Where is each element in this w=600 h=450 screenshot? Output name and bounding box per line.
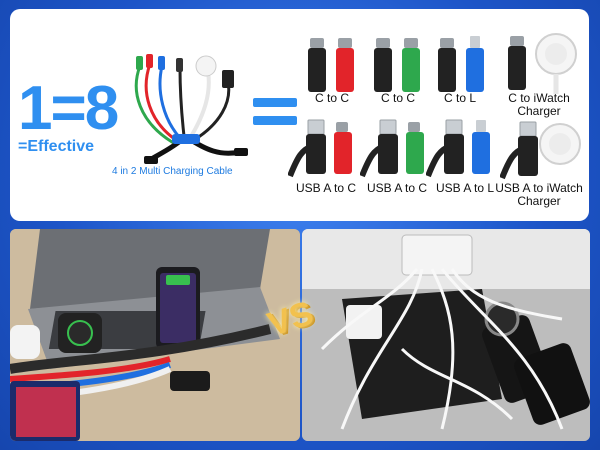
c-to-iwatch-connector-icon [508, 33, 577, 94]
messy-chargers-illustration [302, 229, 590, 441]
c-to-c-green-connector-icon [374, 38, 420, 92]
top-connector-label-3: C to L [443, 91, 476, 105]
usb-a-to-iwatch-connector-icon [500, 121, 581, 180]
organized-desk-illustration [10, 229, 300, 441]
c-to-c-red-connector-icon [308, 38, 354, 92]
top-connector-label-4: C to iWatch Charger [508, 91, 570, 118]
organized-desk-photo [10, 229, 300, 441]
usb-a-to-l-blue-connector-icon [426, 119, 490, 178]
cable-bundle-illustration [134, 54, 248, 164]
bottom-connector-label-3: USB A to L [435, 181, 495, 195]
c-to-l-blue-connector-icon [438, 36, 484, 92]
product-info-card [10, 9, 589, 221]
bottom-connector-label-2: USB A to C [366, 181, 428, 195]
equation-headline: 1=8 [18, 74, 119, 143]
usb-a-to-c-red-connector-icon [288, 119, 352, 178]
top-connector-label-1: C to C [314, 91, 349, 105]
equation-tagline: =Effective [18, 138, 95, 155]
top-connector-label-2: C to C [380, 91, 415, 105]
equals-sign [253, 98, 297, 126]
messy-chargers-photo [302, 229, 590, 441]
bottom-connector-label-1: USB A to C [295, 181, 357, 195]
product-caption: 4 in 2 Multi Charging Cable [112, 166, 233, 177]
usb-a-to-c-green-connector-icon [360, 119, 424, 178]
bottom-connector-label-4: USB A to iWatch Charger [495, 181, 583, 208]
